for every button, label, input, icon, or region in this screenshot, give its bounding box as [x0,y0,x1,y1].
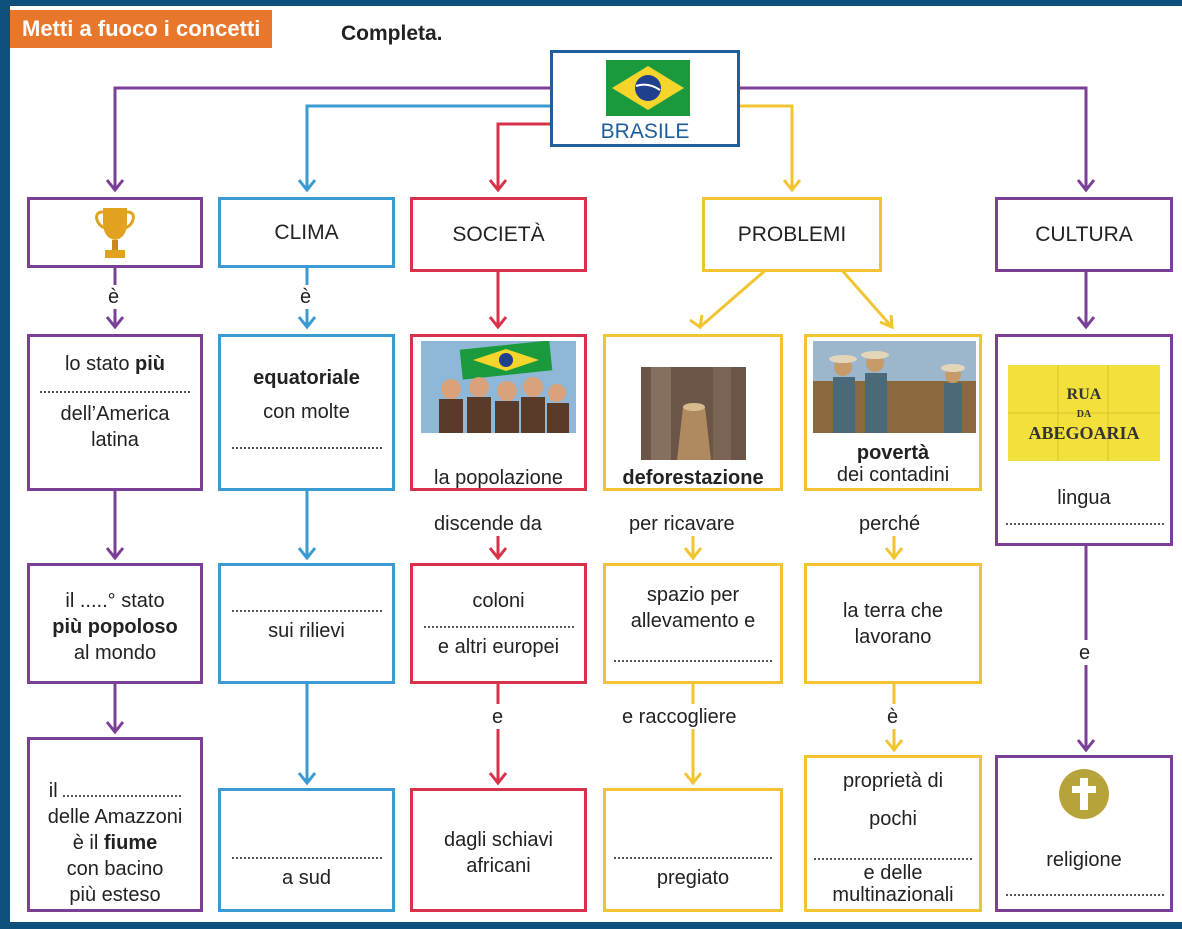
text-popolazione: la popolazione [434,467,563,489]
brazil-flag-icon [606,60,690,116]
sign-text-3: ABEGOARIA [1028,423,1139,443]
label-per-ricavare: per ricavare [626,512,738,536]
label-perche: perché [856,512,924,536]
label-e-accent-problemi: è [884,705,902,729]
text-e-delle: e delle [863,862,923,884]
blank-field[interactable] [614,857,772,859]
text-stato-blank: il .....° stato [65,590,165,612]
top-band [10,0,1182,6]
text-coloni: coloni [472,590,525,612]
brasile-label: BRASILE [600,120,690,143]
box-spazio: spazio per allevamento e [603,563,783,684]
category-clima: CLIMA [218,197,395,268]
box-lingua: RUA DA ABEGOARIA lingua [995,334,1173,546]
label-e-trophy: è [105,285,123,309]
text-al-mondo: al mondo [73,642,157,664]
text-amazzoni: delle Amazzoni [47,806,183,828]
blank-field[interactable] [1006,894,1164,896]
box-proprieta: proprietà di pochi e delle multinazional… [804,755,982,912]
text-contadini: dei contadini [836,464,950,486]
label-e-raccogliere: e raccogliere [619,705,740,729]
text-piu-esteso: più esteso [69,884,161,906]
text-pregiato: pregiato [656,867,730,889]
text-multinazionali: multinazionali [832,884,954,906]
trophy-icon [95,207,135,258]
blank-field[interactable] [423,626,574,628]
blank-field[interactable] [231,857,382,859]
text-il-blank: il [30,778,200,804]
text-bacino: con bacino [66,858,164,880]
category-cultura: CULTURA [995,197,1173,272]
text-pochi: pochi [869,808,917,830]
section-badge: Metti a fuoco i concetti [10,10,273,48]
text-deforestazione: deforestazione [622,467,764,489]
cross-icon [1059,769,1109,819]
box-popolazione: la popolazione [410,334,587,491]
concept-map-page: Metti a fuoco i concetti Completa. BRASI… [10,0,1182,922]
category-problemi: PROBLEMI [702,197,882,272]
text-poverta: povertà [856,442,930,464]
box-fiume: il delle Amazzoni è il fiume con bacino … [27,737,203,912]
label-discende-da: discende da [431,512,545,536]
farmers-photo [813,341,976,433]
text-lo-stato: lo stato più [64,353,166,375]
text-altri-europei: e altri europei [437,636,560,658]
box-religione: religione [995,755,1173,912]
text-spazio-per: spazio per [646,584,740,606]
box-poverta: povertà dei contadini [804,334,982,491]
street-sign-icon: RUA DA ABEGOARIA [1008,365,1160,461]
text-latina: latina [91,429,139,451]
text-religione: religione [1046,849,1122,871]
blank-field[interactable] [614,660,772,662]
sign-text-1: RUA [1067,386,1102,403]
text-sui-rilievi: sui rilievi [268,620,345,642]
label-e-societa: e [489,705,507,729]
text-lavorano: lavorano [854,626,932,648]
box-coloni: coloni e altri europei [410,563,587,684]
box-popoloso: il .....° stato più popoloso al mondo [27,563,203,684]
text-proprieta-di: proprietà di [842,770,944,792]
label-e-clima: è [297,285,315,309]
category-trophy [27,197,203,268]
box-stato-piu: lo stato più dell’America latina [27,334,203,491]
text-a-sud: a sud [282,867,331,889]
connector-lines [105,86,1096,786]
blank-field[interactable] [814,858,972,860]
blank-field[interactable] [40,391,190,393]
blank-field[interactable] [231,610,382,612]
box-schiavi: dagli schiavi africani [410,788,587,912]
box-equatoriale: equatoriale con molte [218,334,395,491]
blank-field[interactable] [231,447,382,449]
blank-field[interactable] [63,781,182,797]
text-africani: africani [466,855,531,877]
text-con-molte: con molte [263,401,350,423]
blank-field[interactable] [1006,523,1164,525]
tree-stump-photo [641,367,746,460]
box-deforestazione: deforestazione [603,334,783,491]
text-la-terra: la terra che [842,600,944,622]
box-pregiato: pregiato [603,788,783,912]
text-dagli-schiavi: dagli schiavi [444,829,553,851]
text-lingua: lingua [1057,487,1111,509]
text-america: dell’America [60,403,170,425]
label-e-cultura: e [1076,641,1094,665]
box-a-sud: a sud [218,788,395,912]
text-e-il-fiume: è il fiume [72,832,158,854]
text-piu-popoloso: più popoloso [52,616,178,638]
category-societa: SOCIETÀ [410,197,587,272]
brasile-root-box: BRASILE [550,50,740,147]
instruction: Completa. [341,22,443,45]
box-terra: la terra che lavorano [804,563,982,684]
text-equatoriale: equatoriale [253,367,360,389]
text-allevamento: allevamento e [630,610,756,632]
box-rilievi: sui rilievi [218,563,395,684]
people-flag-photo [421,341,576,433]
sign-text-2: DA [1077,409,1092,420]
